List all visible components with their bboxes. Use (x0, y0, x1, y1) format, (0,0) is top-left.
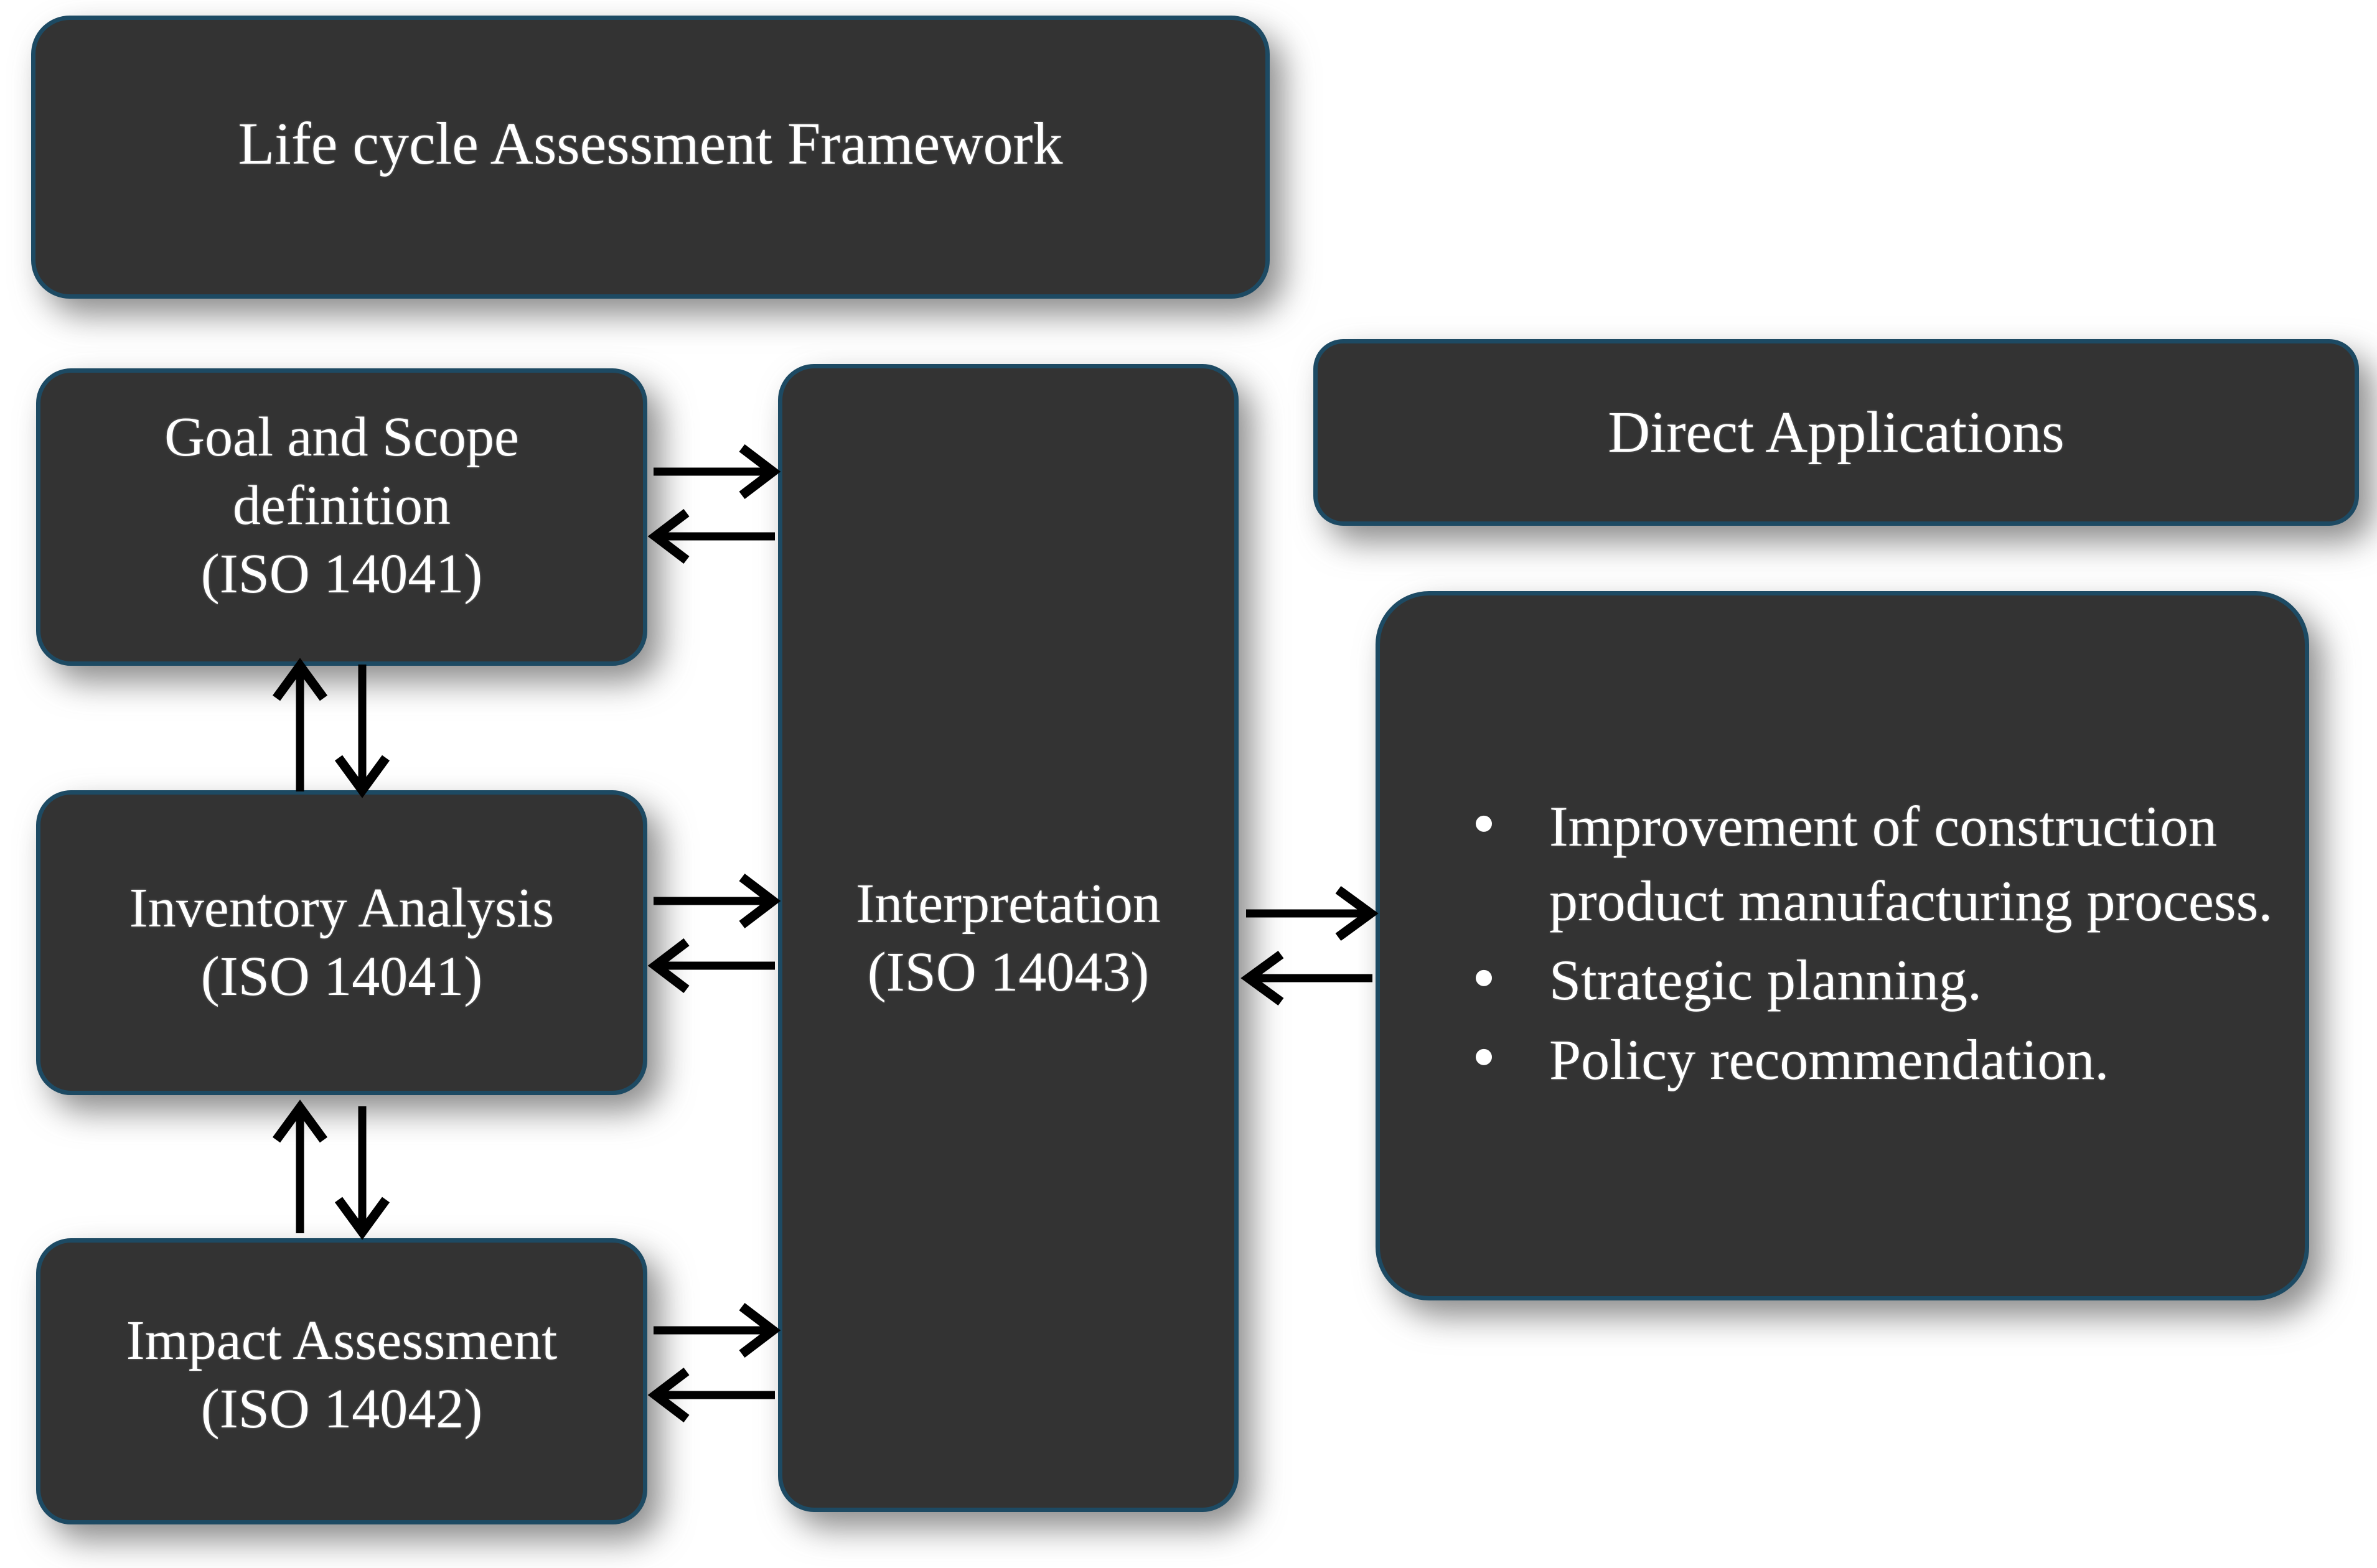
node-label-inventory: Inventory Analysis (ISO 14041) (129, 877, 555, 1007)
node-inventory-analysis: Inventory Analysis (ISO 14041) (36, 790, 647, 1095)
arrow-head-right (739, 874, 781, 928)
connector-goal-interpretation (647, 442, 781, 566)
list-item-label: Improvement of construction product manu… (1549, 794, 2273, 933)
arrow-head-right (1335, 885, 1379, 941)
arrow-head-down (334, 755, 390, 798)
arrow-head-left (1240, 950, 1284, 1006)
node-label-goal-scope: Goal and Scope definition (ISO 14041) (164, 406, 519, 605)
node-label-impact: Impact Assessment (ISO 14042) (126, 1310, 558, 1440)
list-item: Strategic planning. (1455, 943, 2282, 1018)
node-applications-list: Improvement of construction product manu… (1376, 591, 2309, 1300)
node-label-interpretation: Interpretation (ISO 14043) (856, 872, 1161, 1003)
connector-interpretation-applications (1239, 884, 1379, 1008)
arrow-head-down (334, 1197, 390, 1240)
applications-list: Improvement of construction product manu… (1455, 790, 2282, 1102)
arrow-head-up (272, 658, 328, 701)
bullet-icon (1476, 969, 1492, 986)
bullet-icon (1476, 1048, 1492, 1065)
bullet-icon (1476, 816, 1492, 833)
connector-goal-inventory (261, 658, 405, 798)
arrow-head-left (647, 509, 690, 564)
arrow-head-left (647, 1368, 690, 1422)
connector-impact-interpretation (647, 1300, 781, 1425)
list-item-label: Strategic planning. (1549, 948, 1982, 1012)
node-direct-applications: Direct Applications (1313, 339, 2359, 526)
connector-inventory-impact (261, 1099, 405, 1240)
node-label-direct-applications: Direct Applications (1608, 399, 2065, 465)
connector-inventory-interpretation (647, 871, 781, 996)
node-goal-and-scope-definition: Goal and Scope definition (ISO 14041) (36, 368, 647, 666)
arrow-head-up (272, 1099, 328, 1143)
arrow-head-right (739, 1303, 781, 1358)
list-item-label: Policy recommendation. (1549, 1027, 2109, 1091)
node-interpretation: Interpretation (ISO 14043) (778, 364, 1239, 1512)
node-label-framework: Life cycle Assessment Framework (238, 110, 1063, 177)
list-item: Policy recommendation. (1455, 1023, 2282, 1098)
node-life-cycle-assessment-framework: Life cycle Assessment Framework (31, 16, 1270, 299)
arrow-head-left (647, 938, 690, 993)
node-impact-assessment: Impact Assessment (ISO 14042) (36, 1238, 647, 1524)
arrow-head-right (739, 444, 781, 499)
list-item: Improvement of construction product manu… (1455, 790, 2282, 938)
